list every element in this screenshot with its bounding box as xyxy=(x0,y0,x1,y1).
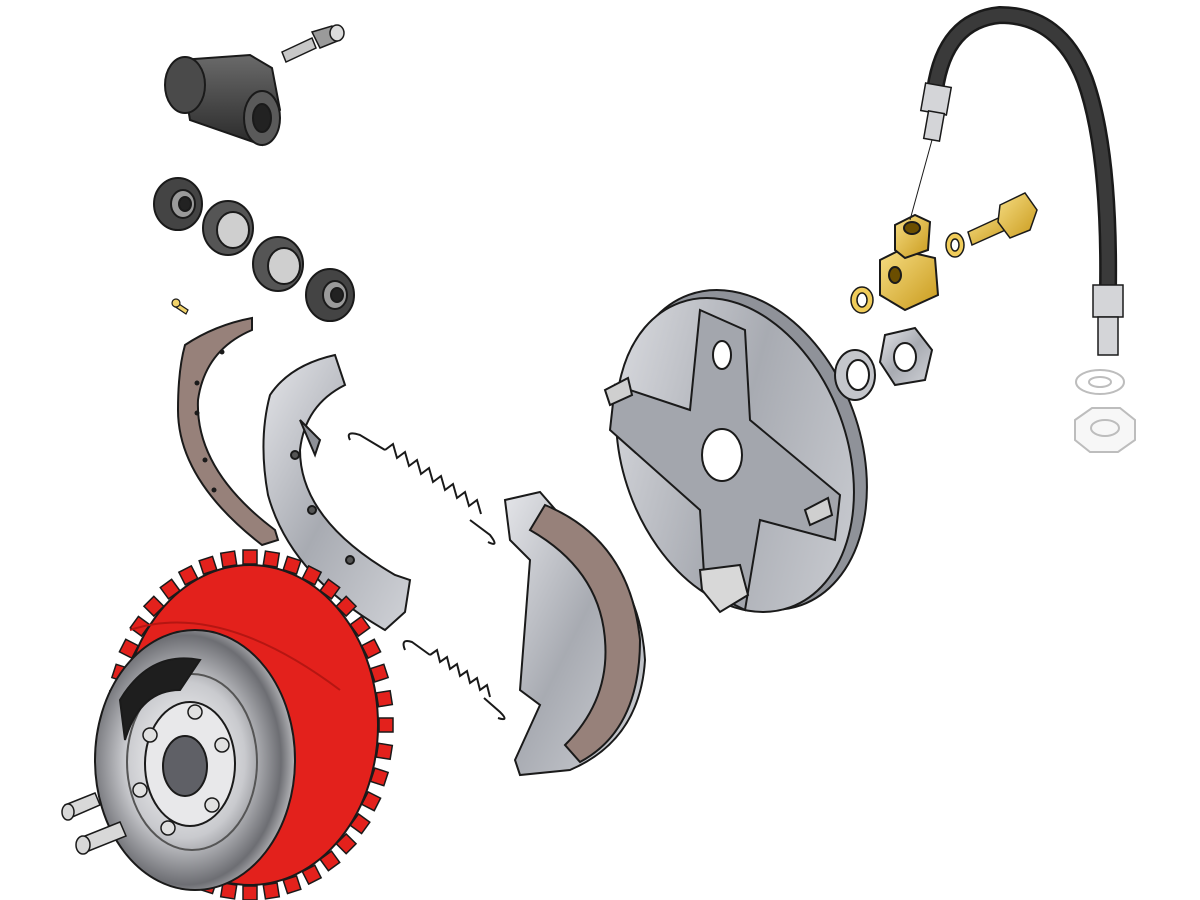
copper-washers xyxy=(850,232,965,314)
sealing-washer xyxy=(834,349,876,401)
backing-plate xyxy=(603,289,868,614)
drum-retaining-screws xyxy=(61,792,127,855)
drum-fin xyxy=(375,689,394,708)
drum-fin xyxy=(378,717,394,733)
hose-end-bottom xyxy=(1092,284,1124,356)
brake-shoe-left xyxy=(262,353,412,632)
adjuster-stud-right xyxy=(803,496,834,527)
wheel-studs xyxy=(132,704,230,836)
bleed-screw xyxy=(281,24,345,64)
seal-1 xyxy=(153,177,203,231)
piston-1 xyxy=(202,200,254,256)
rivet-pin xyxy=(171,298,189,315)
brake-drum xyxy=(94,549,394,900)
locknut xyxy=(878,326,934,387)
drum-fin xyxy=(262,550,281,568)
brake-shoe-right xyxy=(503,490,647,777)
drum-fin xyxy=(262,882,281,900)
cylinder-seals xyxy=(153,177,355,322)
hose-end-top xyxy=(919,82,953,143)
brake-lining-left xyxy=(176,316,280,547)
piston-2 xyxy=(252,236,304,292)
ghost-nut xyxy=(1074,407,1136,453)
return-spring-lower xyxy=(402,640,506,721)
brake-hose xyxy=(909,5,1124,356)
anchor-bracket xyxy=(698,563,750,614)
adjuster-stud-left xyxy=(603,376,634,407)
drum-fin xyxy=(242,549,258,565)
banjo-bolt xyxy=(967,192,1038,247)
wheel-cylinder xyxy=(164,53,282,147)
drum-fin xyxy=(219,550,238,568)
seal-2 xyxy=(305,268,355,322)
brake-line-fitting xyxy=(879,213,940,312)
return-spring-upper xyxy=(347,432,496,545)
ghost-lock-washer xyxy=(1075,369,1125,395)
drum-fin xyxy=(242,885,258,900)
drum-fin xyxy=(375,742,394,761)
